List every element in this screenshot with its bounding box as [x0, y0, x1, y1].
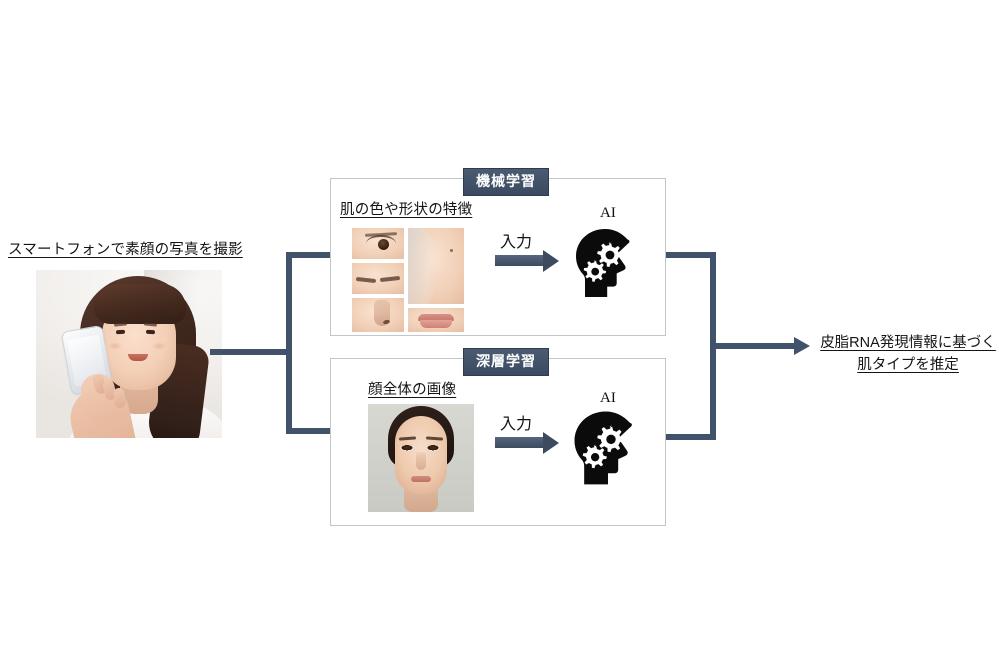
connector-output-stem — [710, 343, 796, 349]
skin-patch-grid — [352, 228, 464, 332]
iris-detail — [378, 239, 389, 250]
ai-label-deep-learning: AI — [600, 390, 616, 406]
full-face-photo — [368, 404, 474, 512]
machine-learning-badge: 機械学習 — [463, 168, 549, 196]
result-line-2: 肌タイプを推定 — [857, 357, 959, 374]
deep-learning-feature-label: 顔全体の画像 — [368, 382, 457, 398]
head-with-gears-icon — [569, 228, 651, 305]
connector-vertical — [286, 252, 292, 434]
ai-label-machine-learning: AI — [600, 205, 616, 221]
face-mouth — [411, 476, 431, 482]
result-line-1: 皮脂RNA発現情報に基づく — [820, 335, 996, 351]
cheek-contour-detail — [408, 228, 436, 304]
skin-patch-nose — [352, 298, 404, 332]
input-label-machine-learning: 入力 — [500, 234, 533, 251]
face-nose — [416, 452, 426, 470]
photo-finger — [112, 387, 127, 409]
face-eye-right — [426, 445, 440, 451]
photo-bangs — [94, 284, 186, 324]
face-eye-left — [400, 445, 414, 451]
eyelid-detail — [366, 235, 396, 252]
upper-lip-detail — [418, 314, 454, 321]
right-arrow-icon — [543, 432, 559, 454]
head-with-gears-icon — [567, 410, 655, 493]
photo-smile — [128, 354, 148, 361]
connector-stem — [210, 349, 292, 355]
result-text-block: 皮脂RNA発現情報に基づく 肌タイプを推定 — [818, 332, 998, 377]
skin-patch-eye — [352, 228, 404, 259]
photo-blush-right — [152, 342, 166, 350]
skin-patch-lips — [408, 308, 464, 332]
connector-branch-top — [286, 252, 336, 258]
right-arrow-icon — [543, 250, 559, 272]
skin-patch-cheek — [408, 228, 464, 304]
skin-patch-eyebrow — [352, 263, 404, 294]
photo-eye-left — [115, 329, 126, 334]
photo-eye-right — [145, 329, 156, 334]
machine-learning-feature-label: 肌の色や形状の特徴 — [340, 202, 473, 218]
connector-from-machine-learning — [666, 252, 716, 258]
connector-from-deep-learning — [666, 434, 716, 440]
lower-lip-detail — [420, 320, 452, 328]
deep-learning-badge: 深層学習 — [463, 348, 549, 376]
capture-caption: スマートフォンで素顔の写真を撮影 — [8, 242, 243, 258]
mole-detail — [450, 249, 453, 252]
arrow-shaft — [495, 437, 543, 448]
arrow-head-to-result — [794, 337, 810, 355]
arrow-shaft — [495, 255, 543, 266]
photo-blush-left — [108, 342, 122, 350]
connector-branch-bottom — [286, 428, 336, 434]
smartphone-capture-photo — [36, 270, 222, 438]
input-label-deep-learning: 入力 — [500, 416, 533, 433]
